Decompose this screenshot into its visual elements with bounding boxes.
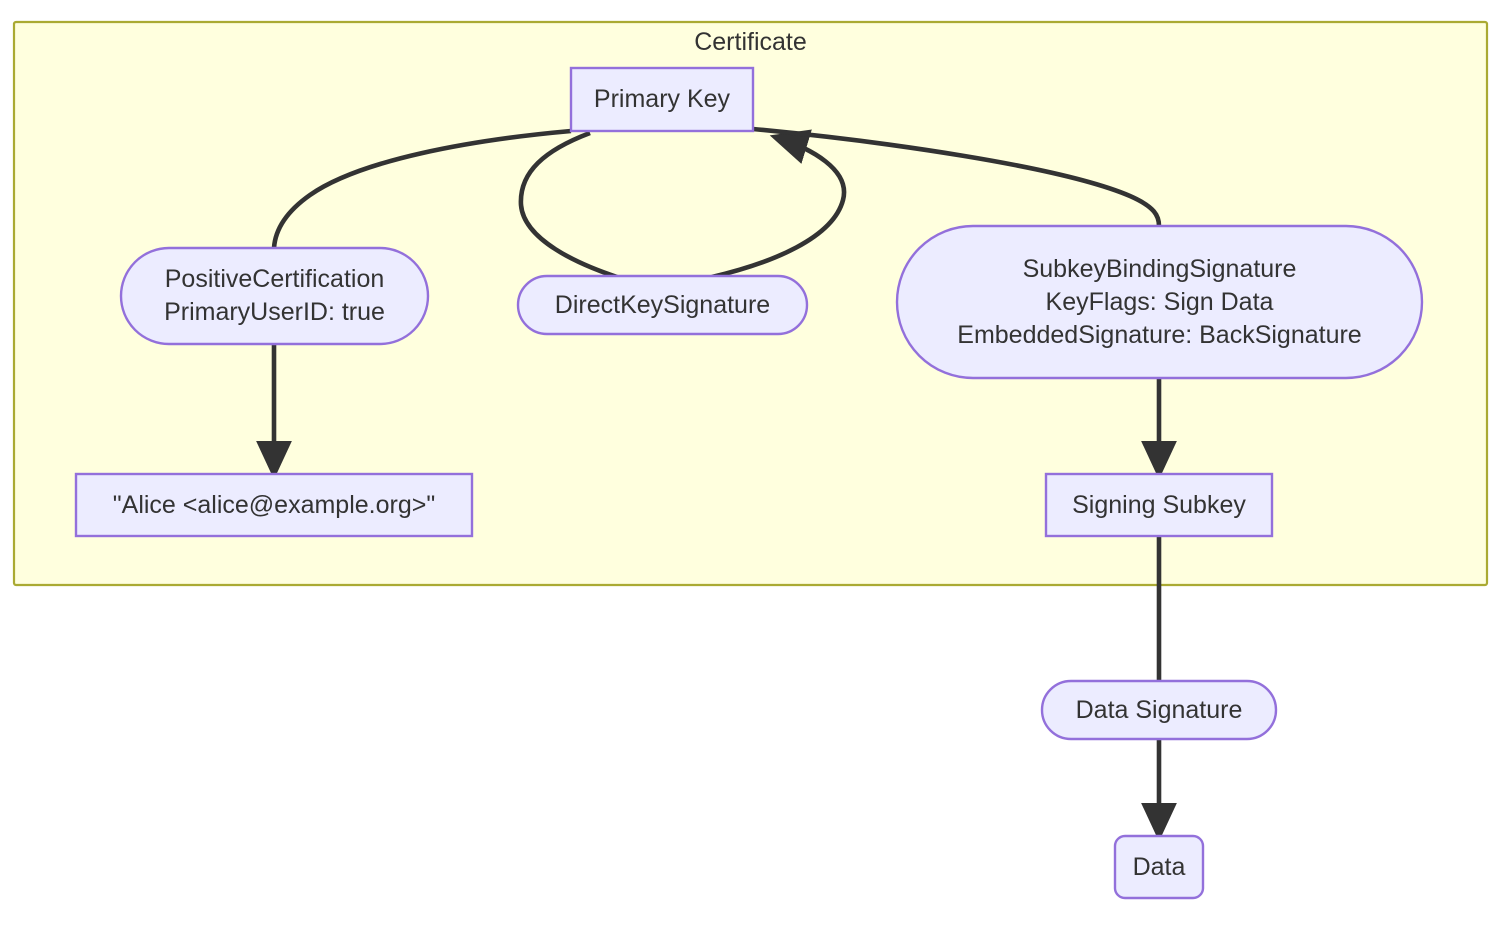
cluster-title-certificate: Certificate <box>694 28 807 56</box>
edge-primarykey-positivecertification <box>271 128 572 249</box>
node-shape-positive-certification[interactable] <box>119 246 430 346</box>
node-shape-primary-key[interactable] <box>569 66 755 133</box>
node-shape-data[interactable] <box>1113 834 1205 900</box>
node-shape-subkey-binding-signature[interactable] <box>895 224 1424 380</box>
edge-primarykey-subkeybindingsignature <box>752 126 1162 227</box>
node-shape-user-id[interactable] <box>74 472 474 538</box>
edge-primarykey-directkeysignature <box>518 130 618 280</box>
edge-directkeysignature-primarykey <box>711 129 847 280</box>
node-shape-direct-key-signature[interactable] <box>516 274 809 336</box>
node-shape-signing-subkey[interactable] <box>1044 472 1274 538</box>
node-shape-data-signature[interactable] <box>1040 679 1278 741</box>
